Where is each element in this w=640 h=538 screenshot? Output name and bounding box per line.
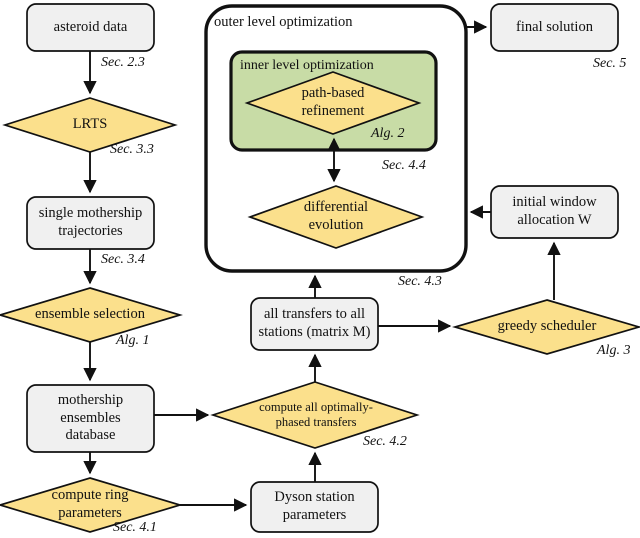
node-differential-evolution[interactable] [247,185,425,249]
node-compute-transfers[interactable] [210,381,420,449]
node-mothership-database[interactable] [26,384,155,453]
section-label-single-mothership: Sec. 3.4 [101,252,145,267]
node-ensemble-selection[interactable] [0,287,183,343]
node-asteroid-data[interactable] [26,3,155,52]
node-final-solution[interactable] [490,3,619,52]
section-label-inner-level-optimization: Sec. 4.4 [382,158,426,173]
node-path-based-refinement[interactable] [244,71,422,135]
section-label-greedy-scheduler: Alg. 3 [597,343,631,358]
section-label-asteroid-data: Sec. 2.3 [101,55,145,70]
node-initial-window[interactable] [490,185,619,239]
node-greedy-scheduler[interactable] [451,299,640,355]
section-label-final-solution: Sec. 5 [593,56,627,71]
group-label-outer-level-optimization: outer level optimization [214,14,353,30]
node-compute-ring[interactable] [0,477,183,533]
section-label-compute-ring: Sec. 4.1 [113,520,157,535]
section-label-lrts: Sec. 3.3 [110,142,154,157]
node-single-mothership[interactable] [26,196,155,250]
section-label-path-based-refinement: Alg. 2 [371,126,405,141]
section-label-outer-level-optimization: Sec. 4.3 [398,274,442,289]
node-matrix-m[interactable] [250,297,379,351]
section-label-ensemble-selection: Alg. 1 [116,333,150,348]
section-label-compute-transfers: Sec. 4.2 [363,434,407,449]
group-label-inner-level-optimization: inner level optimization [240,58,374,73]
node-dyson-station[interactable] [250,481,379,533]
